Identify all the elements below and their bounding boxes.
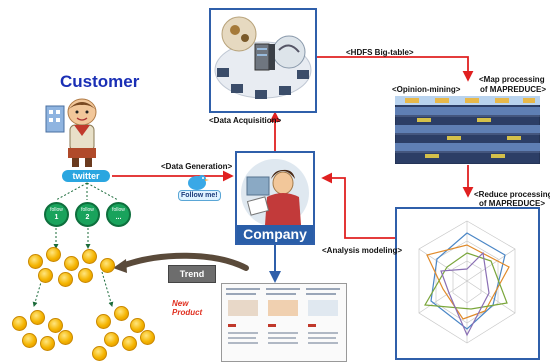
new-product-line-1: New	[172, 299, 189, 308]
follower-number: 1	[54, 213, 59, 221]
coin	[12, 316, 27, 331]
coin	[140, 330, 155, 345]
customer-title: Customer	[60, 72, 140, 91]
product-brochure-icon	[222, 284, 346, 361]
map-processing-label-2: of MAPREDUCE>	[480, 85, 547, 94]
follower-number: 2	[85, 213, 90, 221]
coin	[38, 268, 53, 283]
follower-word: follow	[81, 207, 94, 213]
coin	[46, 247, 61, 262]
follower-1: follow 1	[44, 202, 69, 227]
new-product-label: New Product	[172, 299, 212, 317]
reduce-processing-label-2: of MAPREDUCE>	[479, 199, 546, 208]
new-product-line-2: Product	[172, 308, 203, 317]
coin	[58, 272, 73, 287]
coin	[48, 318, 63, 333]
follower-3: follow ...	[106, 202, 131, 227]
follower-number: ...	[115, 213, 122, 221]
hdfs-arrow	[316, 56, 474, 82]
company-label: Company	[237, 225, 313, 243]
coin	[30, 310, 45, 325]
follower-2: follow 2	[75, 202, 100, 227]
twitter-bird-icon	[188, 175, 209, 190]
coin	[122, 336, 137, 351]
coin	[96, 314, 111, 329]
trend-arrow	[119, 252, 249, 271]
coin	[130, 318, 145, 333]
radar-chart-icon	[418, 220, 516, 344]
reduce-processing-label-1: <Reduce processing	[474, 190, 550, 199]
map-processing-label-1: <Map processing	[479, 75, 545, 84]
hdfs-label: <HDFS Big-table>	[346, 48, 414, 57]
radar-chart-panel	[395, 207, 540, 360]
map-table	[395, 96, 540, 164]
new-product-document	[221, 283, 347, 362]
opinion-mining-label: <Opinion-mining>	[392, 85, 461, 94]
company-person-icon	[241, 159, 309, 227]
person-avatar-icon	[45, 98, 97, 167]
coin	[78, 268, 93, 283]
coin	[82, 249, 97, 264]
coin	[64, 256, 79, 271]
coin	[114, 306, 129, 321]
coin	[100, 258, 115, 273]
coin	[58, 330, 73, 345]
data-acquisition-panel	[209, 8, 317, 113]
coin	[40, 336, 55, 351]
twitter-badge: twitter	[62, 170, 110, 182]
follow-me-badge: Follow me!	[178, 190, 221, 201]
data-generation-label: <Data Generation>	[161, 162, 233, 171]
trend-label: Trend	[168, 265, 216, 283]
coin	[92, 346, 107, 361]
analysis-arrow	[321, 172, 395, 239]
follower-word: follow	[50, 207, 63, 213]
computer-icon	[217, 68, 309, 99]
coin	[28, 254, 43, 269]
data-acquisition-label: <Data Acquisition>	[209, 116, 282, 125]
server-network-icon	[214, 16, 312, 99]
coin	[104, 332, 119, 347]
coin	[22, 333, 37, 348]
analysis-modeling-label: <Analysis modeling>	[322, 246, 403, 255]
follower-word: follow	[112, 207, 125, 213]
